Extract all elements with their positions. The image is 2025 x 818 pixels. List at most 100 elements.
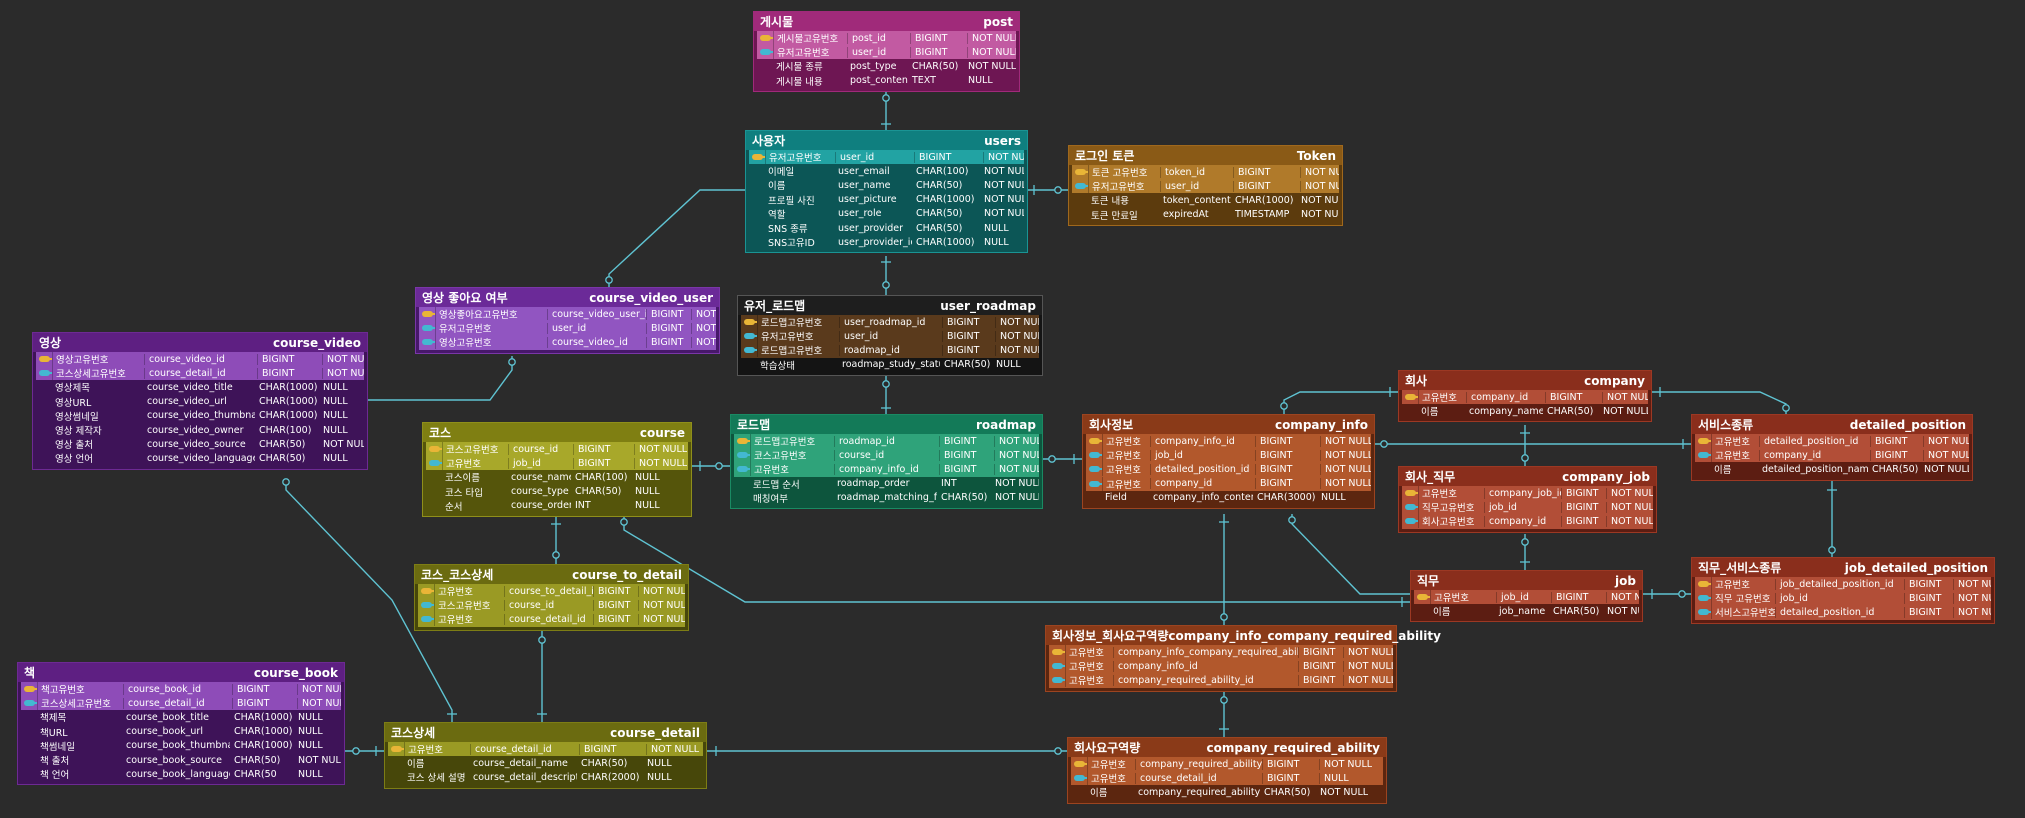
column-type: CHAR(50) [575,486,622,498]
table-row[interactable]: 고유번호company_required_ability_idBIGINTNOT… [1071,757,1383,772]
table-physical-name: company_required_ability [1206,740,1380,755]
table-row[interactable]: 코스 상세 설명course_detail_descriptionCHAR(20… [388,770,703,785]
table-row[interactable]: 고유번호company_info_company_required_abilit… [1049,645,1393,660]
column-korean-name: 고유번호 [1102,434,1150,449]
table-row[interactable]: 이름company_required_ability_nameCHAR(50)N… [1071,785,1383,800]
column-name: company_id [1150,478,1255,490]
